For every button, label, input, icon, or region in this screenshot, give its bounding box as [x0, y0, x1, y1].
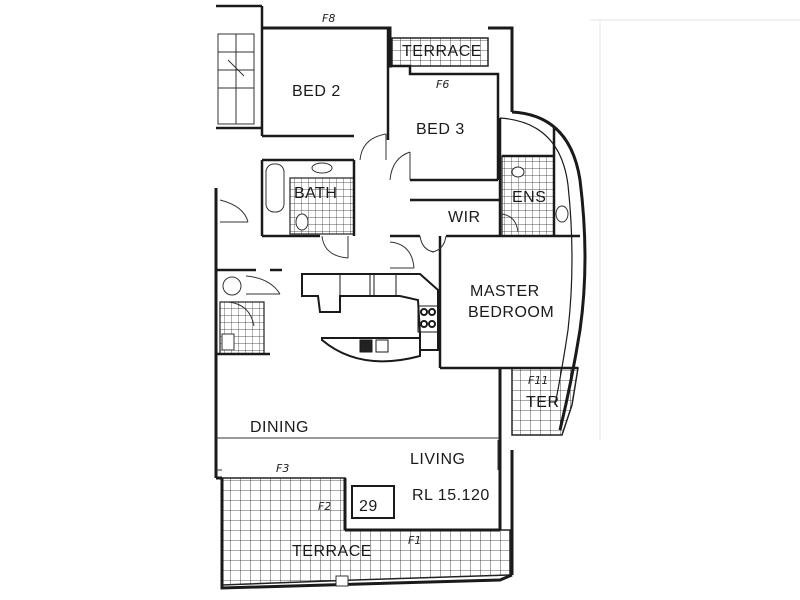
living-label: LIVING [410, 451, 465, 468]
annotation-f11: F11 [528, 374, 548, 387]
bath-label: BATH [294, 185, 337, 202]
stair-detail [217, 33, 255, 125]
background-grid [590, 19, 800, 440]
kitchen-counter [301, 273, 439, 363]
level-label: RL 15.120 [412, 487, 490, 504]
ensuite-tiles [501, 155, 555, 237]
bath-toilet [295, 213, 309, 231]
unit-number: 29 [359, 498, 378, 515]
door-swings [219, 133, 519, 327]
bath-basin [311, 162, 333, 174]
master-label-line2: BEDROOM [468, 304, 554, 321]
annotation-f8: F8 [322, 12, 335, 25]
living-dividers [216, 437, 500, 587]
bed2-label: BED 2 [292, 83, 341, 100]
unit-number-box [351, 485, 395, 519]
terrace-top-label: TERRACE [402, 43, 482, 60]
master-label-line1: MASTER [470, 283, 540, 300]
dining-label: DINING [250, 419, 309, 436]
ensuite-basin [511, 166, 525, 178]
ensuite-toilet [555, 205, 569, 223]
ensuite-label: ENS [512, 189, 546, 206]
annotation-f6: F6 [436, 78, 449, 91]
terrace-bottom-label: TERRACE [292, 543, 372, 560]
annotation-f3: F3 [276, 462, 289, 475]
laundry-box [221, 333, 235, 351]
wir-label: WIR [448, 209, 481, 226]
annotation-f2: F2 [318, 500, 331, 513]
laundry-tub [222, 276, 242, 296]
bed3-label: BED 3 [416, 121, 465, 138]
interior-walls [216, 4, 580, 370]
top-terrace-tiles [391, 37, 489, 67]
ter-label: TER [526, 394, 560, 411]
annotation-f1: F1 [408, 534, 421, 547]
bath-fixtures [221, 162, 569, 351]
exterior-walls [214, 26, 587, 590]
